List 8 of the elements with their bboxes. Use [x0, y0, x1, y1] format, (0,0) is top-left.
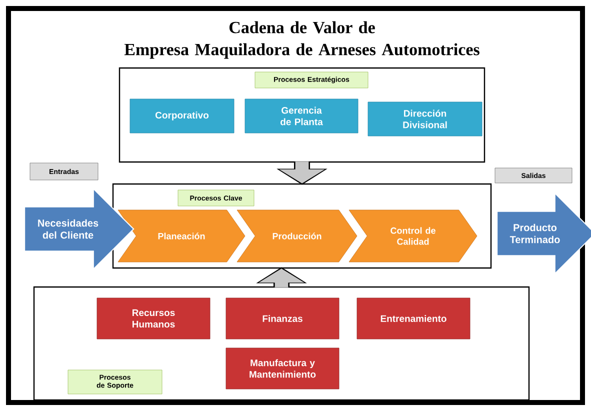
- process-box: Corporativo: [130, 98, 234, 134]
- process-box: Manufactura y Mantenimiento: [226, 348, 340, 390]
- process-box: Dirección Divisional: [368, 102, 482, 136]
- process-box: Entrenamiento: [356, 298, 470, 340]
- process-box: Gerencia de Planta: [244, 98, 358, 134]
- process-box: Finanzas: [226, 298, 340, 340]
- process-box: Recursos Humanos: [96, 298, 210, 340]
- title: Cadena de Valor de Empresa Maquiladora de Arneses Automotrices: [124, 21, 480, 59]
